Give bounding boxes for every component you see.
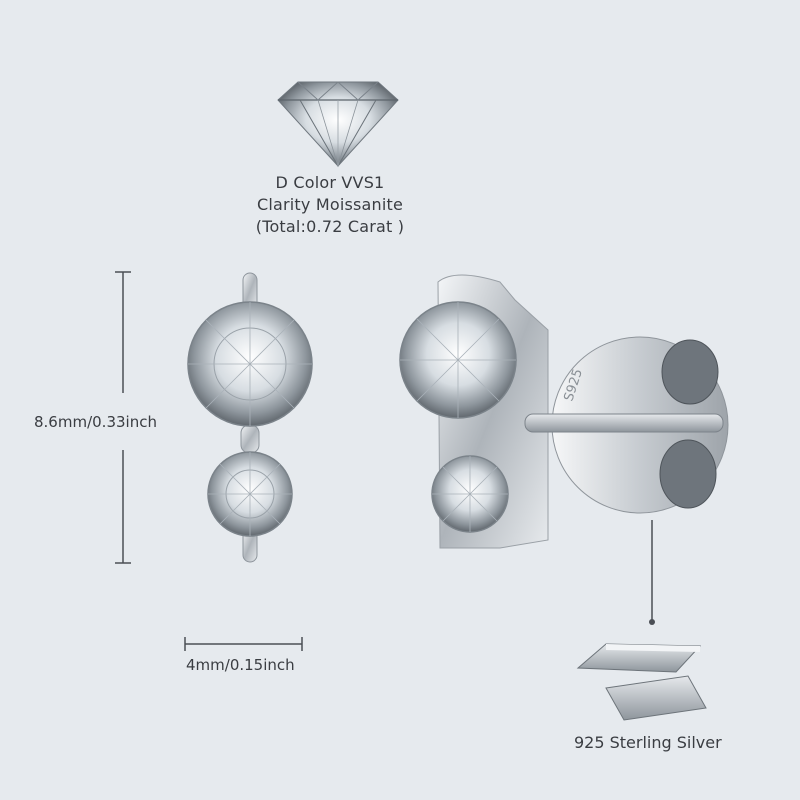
height-dimension-label: 8.6mm/0.33inch	[34, 413, 157, 431]
gem-line-3: (Total:0.72 Carat )	[255, 217, 405, 236]
gem-line-2: Clarity Moissanite	[256, 195, 404, 214]
width-dimension-label: 4mm/0.15inch	[186, 656, 295, 674]
height-dimension-line	[115, 271, 131, 564]
gem-description: D Color VVS1 Clarity Moissanite (Total:0…	[230, 172, 430, 238]
side-earring-icon: S925	[399, 274, 729, 549]
material-callout-line	[649, 520, 655, 625]
round-gem-icon	[277, 81, 399, 168]
silver-bars-icon	[576, 643, 707, 721]
material-label: 925 Sterling Silver	[574, 733, 722, 752]
gem-line-1: D Color VVS1	[275, 173, 385, 192]
width-dimension-line	[184, 637, 303, 651]
front-earring-icon	[187, 272, 313, 563]
